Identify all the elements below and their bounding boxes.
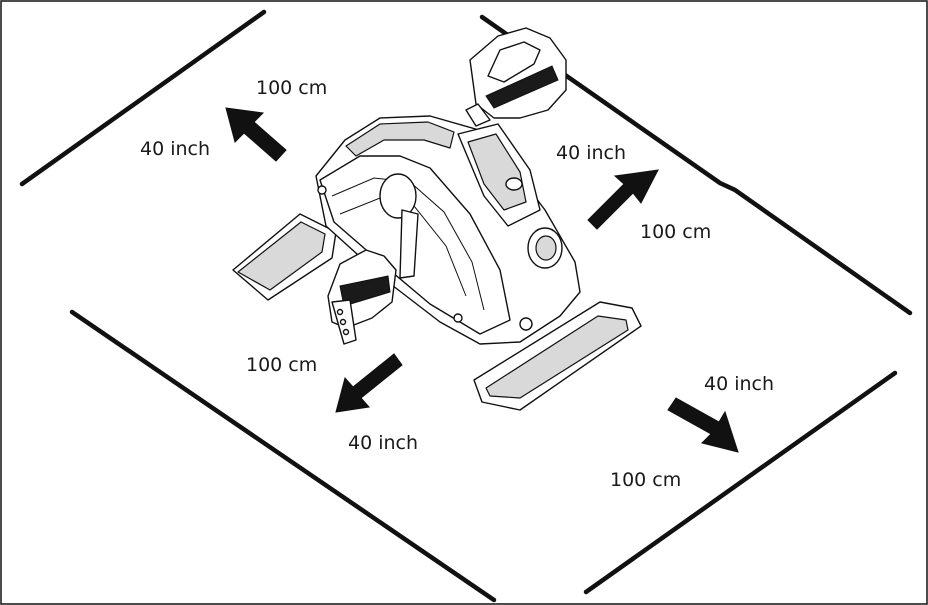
arrow-icon-bottom-right bbox=[667, 397, 739, 453]
right-inch-label: 40 inch bbox=[556, 142, 626, 164]
boundary-line-top-right bbox=[479, 14, 913, 316]
top-left-cm-label: 100 cm bbox=[256, 77, 327, 99]
bottom-left-inch-label: 40 inch bbox=[348, 432, 418, 454]
arrow-icon-right bbox=[587, 169, 659, 230]
mini-exercise-bike-icon bbox=[232, 27, 642, 411]
boundary-line-top-left bbox=[19, 9, 267, 187]
bottom-right-cm-label: 100 cm bbox=[610, 469, 681, 491]
arrow-icon-top-left bbox=[225, 107, 287, 162]
right-cm-label: 100 cm bbox=[640, 221, 711, 243]
arrow-icon-bottom-left bbox=[335, 353, 403, 413]
bottom-right-inch-label: 40 inch bbox=[704, 373, 774, 395]
top-left-inch-label: 40 inch bbox=[140, 138, 210, 160]
boundary-line-bottom-left bbox=[69, 309, 497, 603]
bottom-left-cm-label: 100 cm bbox=[246, 354, 317, 376]
boundary-line-bottom-right bbox=[583, 370, 898, 595]
